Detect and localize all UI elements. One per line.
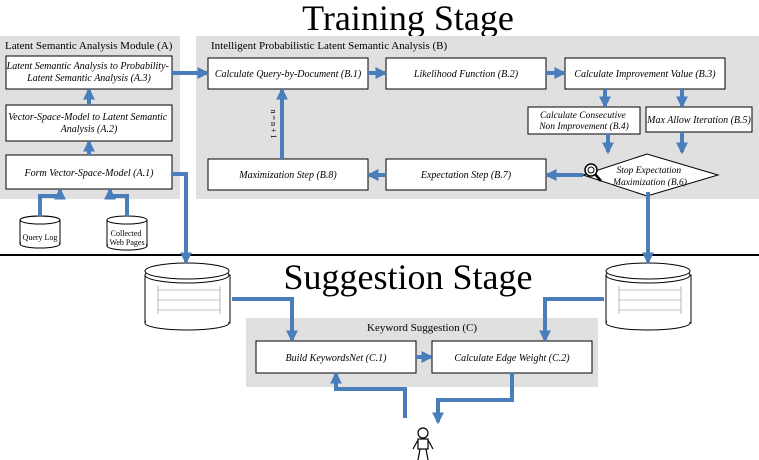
loop-counter-label: n = n + 1 [269,109,278,138]
node-b1-label: Calculate Query-by-Document (B.1) [215,69,362,80]
node-b4-label: Calculate Consecutive Non Improvement (B… [538,111,629,132]
node-b2-label: Likelihood Function (B.2) [413,69,519,80]
training-stage-title: Training Stage [302,0,514,38]
node-b3-label: Calculate Improvement Value (B.3) [574,69,716,80]
node-b6[interactable] [581,153,720,197]
user-icon[interactable] [412,427,434,460]
magnifier-icon [584,163,602,182]
node-a1[interactable] [5,154,173,190]
node-c2[interactable] [431,340,593,374]
web-pages-database[interactable] [106,215,148,251]
node-b4[interactable] [527,106,641,135]
node-a2[interactable] [5,104,173,142]
node-b5[interactable] [645,106,753,133]
database-icon[interactable] [605,262,692,331]
node-a1-label: Form Vector-Space-Model (A.1) [24,168,155,179]
node-a2-label: Vector-Space-Model to Latent Semantic An… [8,112,169,135]
node-b6-label: Stop Expectation Maximization (B.6) [612,166,687,188]
query-log-label: Query Log [23,233,58,242]
flow-arrows [38,67,688,425]
suggestion-stage-title: Suggestion Stage [284,257,533,297]
query-log-database[interactable] [19,215,61,249]
database-icon[interactable] [144,262,231,331]
node-c2-label: Calculate Edge Weight (C.2) [454,353,570,364]
node-c1[interactable] [255,340,417,374]
panel-iplsa-title: Intelligent Probabilistic Latent Semanti… [211,40,447,52]
node-b8-label: Maximization Step (B.8) [238,170,337,181]
node-b2[interactable] [385,57,547,90]
panel-lsa-title: Latent Semantic Analysis Module (A) [5,40,173,52]
node-b7-label: Expectation Step (B.7) [420,170,512,181]
node-b3[interactable] [564,57,726,90]
node-c1-label: Build KeywordsNet (C.1) [285,353,387,364]
node-b5-label: Max Allow Iteration (B.5) [646,115,751,126]
node-b8[interactable] [207,158,369,191]
node-b7[interactable] [385,158,547,191]
node-a3-label: Latent Semantic Analysis to Probability-… [6,61,172,84]
panel-keyword-title: Keyword Suggestion (C) [367,322,477,334]
web-pages-label: Collected Web Pages [109,229,144,247]
